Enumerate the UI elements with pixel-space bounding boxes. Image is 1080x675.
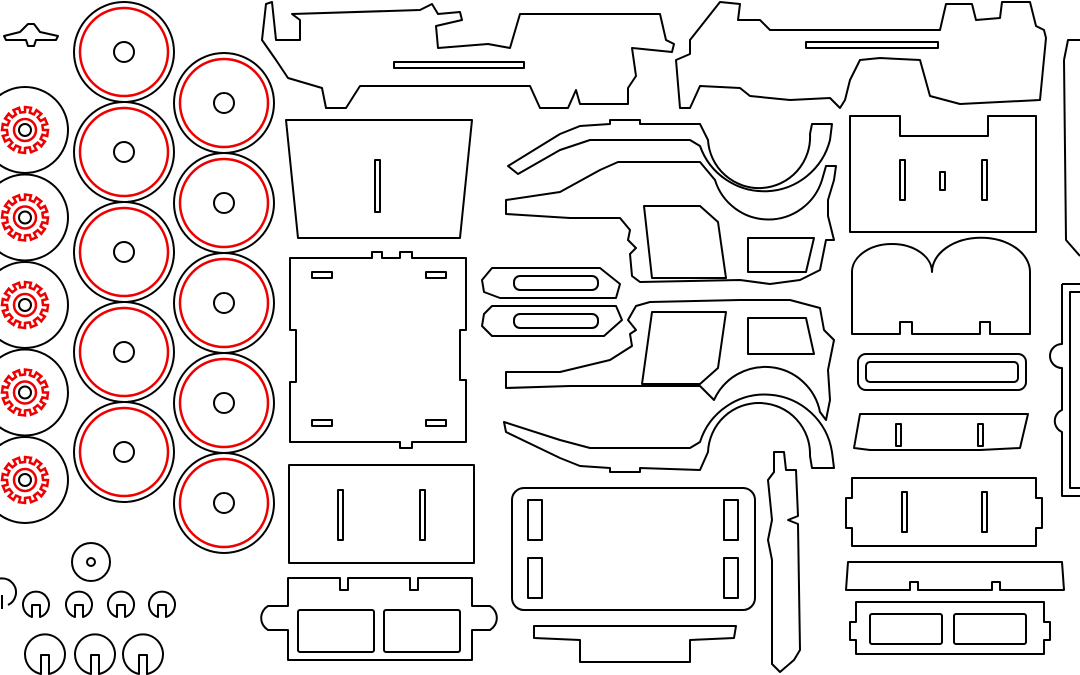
- frame-ring: [857, 353, 1027, 391]
- plain-wheel: [173, 252, 275, 354]
- slot: [374, 159, 381, 213]
- window-lower-left: [641, 311, 727, 385]
- window-right: [747, 237, 815, 273]
- gear-wheel: [0, 348, 69, 437]
- link-piece-upper: [481, 267, 621, 299]
- fender-strip-lower: [503, 393, 835, 473]
- clip-piece: [65, 590, 93, 618]
- rect-panel: [288, 464, 475, 564]
- plain-wheel: [73, 401, 175, 503]
- small-bracket-piece: [3, 23, 59, 47]
- bottom-rail: [533, 625, 737, 663]
- plain-wheel: [73, 301, 175, 403]
- fender-strip-upper: [507, 119, 833, 193]
- chassis-side-left: [261, 1, 675, 109]
- bumper-bar: [845, 561, 1065, 591]
- gear-wheel: [0, 436, 69, 524]
- gear-wheel: [0, 173, 69, 262]
- link-piece-lower: [481, 305, 623, 337]
- clip-piece: [148, 590, 176, 618]
- edge-strip-bottom-right: [1049, 283, 1080, 497]
- vertical-strip: [767, 451, 801, 673]
- plain-wheel: [73, 1, 175, 103]
- clip-piece: [107, 590, 135, 618]
- cab-panel: [849, 115, 1037, 233]
- base-plate: [511, 487, 756, 611]
- notched-panel: [845, 477, 1043, 547]
- plain-wheel: [73, 101, 175, 203]
- trapezoid-panel: [285, 119, 473, 239]
- side-body-lower: [505, 299, 835, 421]
- plain-wheel: [173, 152, 275, 254]
- plain-wheel: [173, 52, 275, 154]
- clip-piece: [74, 633, 116, 675]
- seat-panel: [853, 413, 1029, 451]
- slot: [393, 61, 525, 69]
- clip-piece: [22, 590, 50, 618]
- plain-wheel: [173, 452, 275, 554]
- window-lower-right: [747, 317, 815, 355]
- chassis-side-right: [675, 1, 1047, 109]
- gear-wheel: [0, 261, 69, 349]
- gear-wheel: [0, 86, 69, 174]
- edge-strip-right: [1063, 39, 1080, 257]
- plain-wheel: [173, 352, 275, 454]
- wheels-group: [0, 1, 275, 554]
- bottom-tray: [260, 577, 498, 661]
- bushings-group: [0, 542, 176, 675]
- window-frame: [849, 601, 1051, 655]
- plain-wheel: [73, 201, 175, 303]
- arched-panel: [851, 236, 1031, 335]
- window-left: [643, 205, 727, 279]
- clip-piece: [24, 633, 66, 675]
- clip-piece: [122, 633, 164, 675]
- side-body-upper: [505, 161, 837, 285]
- square-panel: [289, 251, 467, 449]
- slot: [805, 41, 939, 49]
